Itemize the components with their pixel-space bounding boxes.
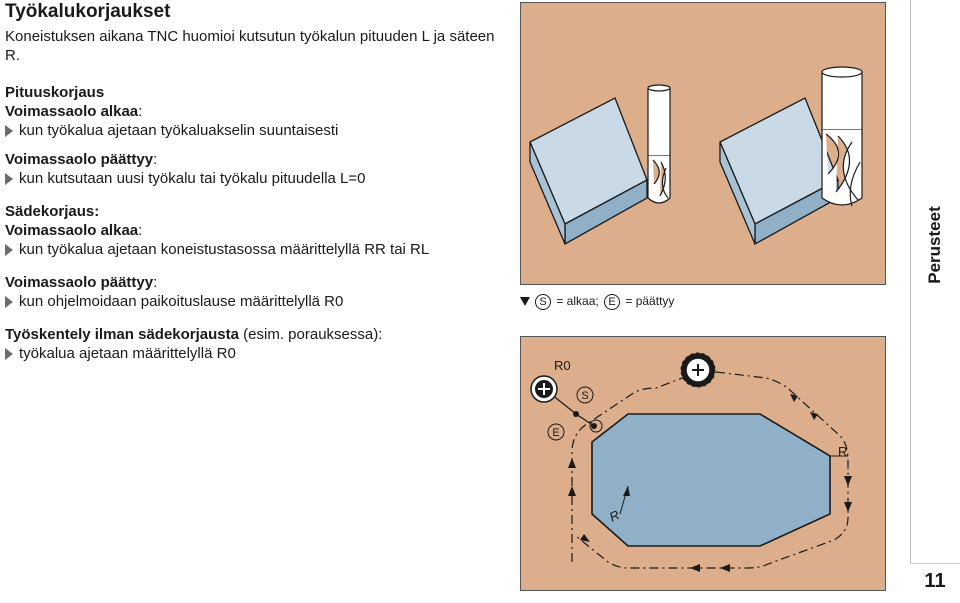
arrow-icon (790, 394, 798, 402)
length-comp-figure (520, 2, 886, 285)
heading-strong: Työskentely ilman sädekorjausta (5, 326, 239, 343)
spacer (5, 65, 510, 83)
page-number: 11 (924, 570, 946, 592)
tool-shank-left (647, 87, 671, 157)
label-start: S (581, 390, 588, 402)
arrow-icon (568, 486, 576, 496)
end-text: = päättyy (622, 294, 675, 308)
radius-comp-end-label: Voimassaolo päättyy: (5, 273, 510, 292)
end-point (591, 423, 597, 429)
bullet-text: kun ohjelmoidaan paikoituslause määritte… (19, 293, 344, 310)
length-comp-end-item: kun kutsutaan uusi työkalu tai työkalu p… (5, 169, 510, 188)
side-tab-divider (910, 563, 960, 564)
end-symbol: E (604, 294, 621, 310)
text-column: Työkalukorjaukset Koneistuksen aikana TN… (5, 0, 510, 363)
bullet-triangle-icon (5, 173, 13, 185)
label-colon: : (153, 274, 158, 291)
tool-path (571, 371, 849, 569)
caption-triangle-icon (520, 297, 530, 306)
radius-comp-start-item: kun työkalua ajetaan koneistustasossa mä… (5, 240, 510, 259)
bullet-triangle-icon (5, 348, 13, 360)
figure-caption: S = alkaa; E = päättyy (520, 293, 674, 310)
label-strong: Voimassaolo alkaa (5, 103, 139, 120)
workpiece-octagon (591, 413, 831, 547)
bullet-text: työkalua ajetaan määrittelyllä R0 (19, 345, 236, 362)
spacer (5, 311, 510, 325)
arrow-icon (690, 564, 700, 572)
arrow-icon (580, 534, 590, 542)
start-symbol: S (535, 294, 551, 310)
label-end-circle (547, 423, 565, 441)
label-start-circle (576, 386, 594, 404)
label-end: E (552, 427, 559, 439)
bullet-triangle-icon (5, 244, 13, 256)
label-strong: Voimassaolo päättyy (5, 274, 154, 291)
intro-paragraph: Koneistuksen aikana TNC huomioi kutsutun… (5, 28, 495, 64)
bullet-text: kun kutsutaan uusi työkalu tai työkalu p… (19, 170, 366, 187)
heading-suffix: (esim. porauksessa): (239, 326, 383, 343)
page-title: Työkalukorjaukset (5, 1, 171, 22)
spacer (5, 188, 510, 202)
arrow-icon (810, 412, 818, 420)
tool-top-left (647, 84, 671, 92)
length-comp-start-item: kun työkalua ajetaan työkaluakselin suun… (5, 121, 510, 140)
tool-shank-right (821, 71, 863, 131)
label-colon: : (138, 103, 143, 120)
workpiece-side-left (529, 141, 566, 245)
label-strong: Voimassaolo päättyy (5, 151, 154, 168)
side-tab-label: Perusteet (925, 206, 944, 284)
tool-flutes-left (647, 156, 671, 204)
arrow-icon (844, 502, 852, 512)
bullet-triangle-icon (5, 125, 13, 137)
label-radius-right: R (838, 444, 847, 459)
start-text: = alkaa; (553, 294, 603, 308)
spacer (5, 259, 510, 273)
radius-comp-heading: Sädekorjaus: (5, 203, 100, 220)
length-comp-heading: Pituuskorjaus (5, 84, 105, 101)
no-radius-heading: Työskentely ilman sädekorjausta (esim. p… (5, 325, 510, 344)
length-comp-end-label: Voimassaolo päättyy: (5, 150, 510, 169)
radius-comp-start-label: Voimassaolo alkaa: (5, 221, 510, 240)
tool-top-right (821, 66, 863, 78)
label-strong: Voimassaolo alkaa (5, 222, 139, 239)
cutter-start-icon (530, 375, 558, 403)
radius-comp-end-item: kun ohjelmoidaan paikoituslause määritte… (5, 292, 510, 311)
radius-comp-figure: R0 S E R R (520, 336, 886, 591)
arrow-icon (720, 564, 730, 572)
label-colon: : (153, 151, 158, 168)
bullet-triangle-icon (5, 296, 13, 308)
no-radius-item: työkalua ajetaan määrittelyllä R0 (5, 344, 510, 363)
spacer (5, 140, 510, 150)
arrow-icon (844, 476, 852, 486)
start-point (573, 411, 579, 417)
comp-marker-icon (589, 419, 603, 433)
side-tab (910, 0, 960, 563)
workpiece-side-right (719, 141, 756, 245)
length-comp-start-label: Voimassaolo alkaa: (5, 102, 510, 121)
cutter-path-icon (680, 352, 716, 388)
arrow-icon (568, 458, 576, 468)
arrow-icon (623, 486, 630, 496)
label-colon: : (138, 222, 143, 239)
label-r0: R0 (554, 358, 571, 373)
bullet-text: kun työkalua ajetaan työkaluakselin suun… (19, 122, 339, 139)
bullet-text: kun työkalua ajetaan koneistustasossa mä… (19, 241, 430, 258)
tool-flutes-right (821, 130, 863, 207)
